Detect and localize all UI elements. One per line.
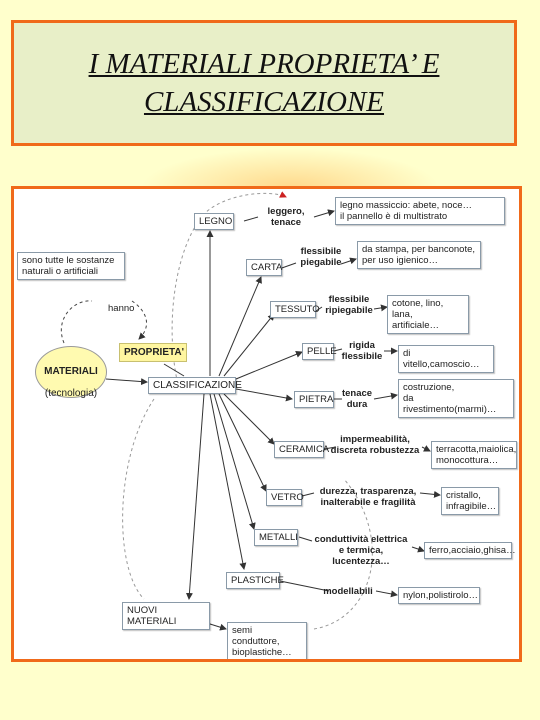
examples-vetro: cristallo, infragibile…: [441, 487, 499, 515]
property-pietra: tenace dura: [341, 388, 373, 410]
examples-legno: legno massiccio: abete, noce… il pannell…: [335, 197, 505, 225]
property-vetro: durezza, trasparenza, inalterabile e fra…: [319, 486, 417, 508]
examples-metalli: ferro,acciaio,ghisa…: [424, 542, 516, 559]
examples-pietra: costruzione, da rivestimento(marmi)…: [398, 379, 514, 418]
dashed-link-right-curve: [313, 478, 373, 630]
examples-tessuto: cotone, lino, lana, artificiale…: [387, 295, 469, 334]
spoke-pietra: [235, 388, 293, 402]
spoke-ceramica: [223, 393, 275, 445]
property-legno: leggero, tenace: [267, 206, 305, 228]
examples-ceramica: terracotta,maiolica, monocottura…: [431, 441, 517, 469]
page-title: I MATERIALI PROPRIETA’ E CLASSIFICAZIONE: [88, 48, 440, 118]
category-pelle: PELLE: [302, 343, 337, 360]
title-box: I MATERIALI PROPRIETA’ E CLASSIFICAZIONE: [11, 20, 517, 146]
spoke-vetro: [218, 393, 267, 492]
category-plastiche: PLASTICHE: [226, 572, 284, 589]
category-ceramica: CERAMICA: [274, 441, 329, 458]
concept-map: sono tutte le sostanze naturali o artifi…: [11, 186, 522, 662]
materiali-subtitle: (tecnologia): [44, 388, 98, 399]
category-carta: CARTA: [246, 259, 282, 276]
node-semi-conduttore: semi conduttore, bioplastiche…: [227, 622, 307, 659]
property-ceramica: impermeabilità, discreta robustezza: [330, 434, 420, 456]
node-sostanze: sono tutte le sostanze naturali o artifi…: [17, 252, 125, 280]
materiali-title: MATERIALI: [44, 366, 98, 377]
node-materiali: MATERIALI (tecnologia): [35, 346, 107, 399]
property-tessuto: flessibile ripiegabile: [325, 294, 373, 316]
spoke-nuovi: [185, 393, 205, 600]
node-classificazione: CLASSIFICAZIONE: [148, 377, 242, 394]
dashed-link-top-curve: [171, 191, 287, 390]
category-tessuto: TESSUTO: [270, 301, 320, 318]
examples-carta: da stampa, per banconote, per uso igieni…: [357, 241, 481, 269]
link-materiali-classif: [105, 378, 148, 386]
dashed-link-hanno: [60, 300, 93, 344]
category-metalli: METALLI: [254, 529, 298, 546]
spoke-pelle: [235, 351, 303, 380]
category-legno: LEGNO: [194, 213, 234, 230]
examples-pelle: di vitello,camoscio…: [398, 345, 494, 373]
map-connectors: [60, 191, 441, 631]
spoke-tessuto: [223, 313, 275, 377]
spoke-plastiche: [209, 393, 247, 570]
property-carta: flessibile piegabile: [300, 246, 342, 268]
property-metalli: conduttività elettrica e termica, lucent…: [314, 534, 408, 567]
spoke-carta: [218, 276, 262, 377]
examples-plastiche: nylon,polistirolo…: [398, 587, 480, 604]
dashed-link-bottom-curve: [122, 398, 155, 600]
link-proprieta-classif: [163, 363, 185, 377]
spoke-metalli: [213, 393, 256, 530]
category-vetro: VETRO: [266, 489, 304, 506]
label-hanno: hanno: [108, 303, 135, 314]
property-plastiche: modellabili: [323, 586, 373, 597]
property-pelle: rigida flessibile: [341, 340, 383, 362]
node-nuovi-materiali: NUOVI MATERIALI: [122, 602, 210, 630]
node-proprieta: PROPRIETA': [119, 343, 187, 362]
category-pietra: PIETRA: [294, 391, 334, 408]
